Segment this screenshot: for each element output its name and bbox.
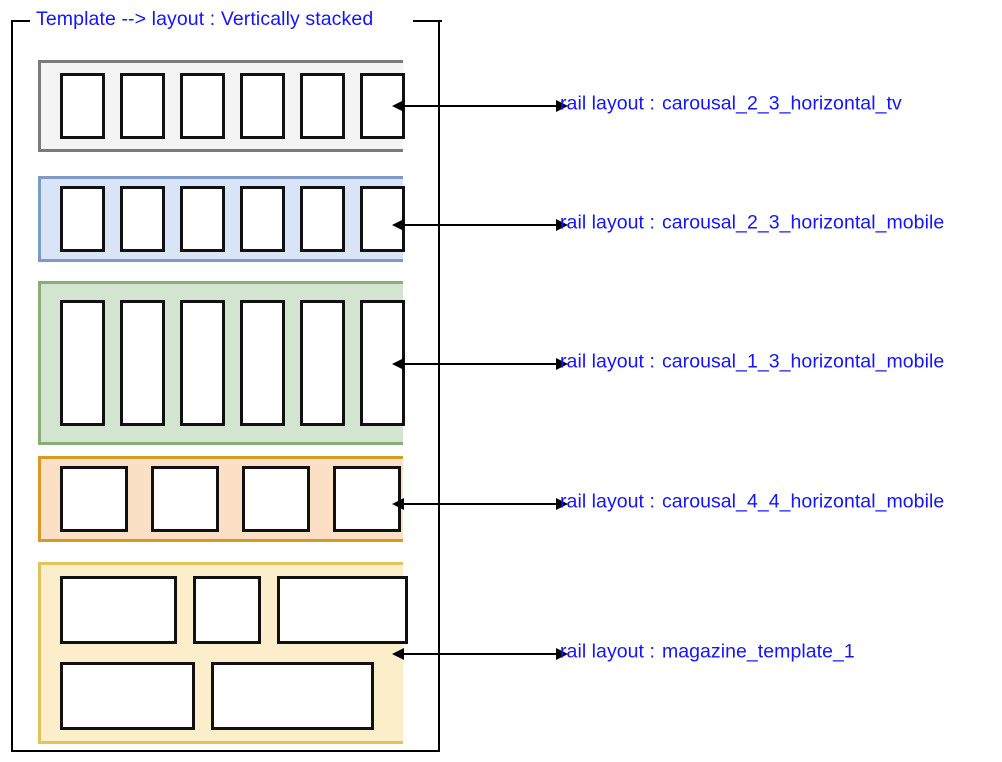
rail-card[interactable] xyxy=(300,186,345,252)
rail-card[interactable] xyxy=(120,186,165,252)
rail-card[interactable] xyxy=(60,576,177,644)
rail-card[interactable] xyxy=(277,576,408,644)
connector-arrow-rail-4 xyxy=(392,498,568,510)
template-frame-top-segment xyxy=(11,20,30,22)
arrow-head-left-icon xyxy=(392,648,404,660)
magazine-row-top xyxy=(60,576,408,644)
rail-card[interactable] xyxy=(240,300,285,426)
connector-arrow-rail-5 xyxy=(392,648,568,660)
rail-label-2: rail layout : carousal_2_3_horizontal_mob… xyxy=(560,212,944,235)
arrow-head-left-icon xyxy=(392,100,404,112)
arrow-head-left-icon xyxy=(392,358,404,370)
rail-card[interactable] xyxy=(60,73,105,139)
rail-card[interactable] xyxy=(240,73,285,139)
connector-arrow-rail-3 xyxy=(392,358,568,370)
rail-card[interactable] xyxy=(180,186,225,252)
rail-label-value: carousal_2_3_horizontal_mobile xyxy=(661,211,945,234)
rail-card[interactable] xyxy=(300,73,345,139)
rail-cards-container xyxy=(41,63,405,149)
rail-label-prefix: rail layout : xyxy=(560,211,655,234)
rail-label-value: carousal_2_3_horizontal_tv xyxy=(661,92,902,115)
template-frame-top-segment-right xyxy=(413,20,442,22)
rail-card[interactable] xyxy=(242,466,310,532)
rail-card[interactable] xyxy=(180,73,225,139)
rail-label-5: rail layout : magazine_template_1 xyxy=(560,641,855,664)
arrow-head-right-icon xyxy=(556,358,568,370)
rail-card[interactable] xyxy=(60,300,105,426)
rail-label-prefix: rail layout : xyxy=(560,350,655,373)
rail-magazine-template-1[interactable] xyxy=(38,562,408,744)
template-legend-label: Template --> layout : Vertically stacked xyxy=(33,8,377,31)
rail-cards-container xyxy=(41,179,405,259)
rail-card[interactable] xyxy=(240,186,285,252)
rail-carousal-2-3-horizontal-tv[interactable] xyxy=(38,60,405,152)
arrow-head-left-icon xyxy=(392,498,404,510)
rail-card[interactable] xyxy=(151,466,219,532)
arrow-head-right-icon xyxy=(556,648,568,660)
rail-carousal-4-4-horizontal-mobile[interactable] xyxy=(38,456,403,542)
rail-card[interactable] xyxy=(60,662,195,730)
rail-label-value: carousal_4_4_horizontal_mobile xyxy=(661,490,945,513)
connector-arrow-rail-2 xyxy=(392,219,568,231)
rail-card[interactable] xyxy=(193,576,261,644)
rail-label-value: carousal_1_3_horizontal_mobile xyxy=(661,350,945,373)
rail-cards-container xyxy=(41,565,408,741)
rail-label-1: rail layout : carousal_2_3_horizontal_tv xyxy=(560,93,902,116)
rail-label-prefix: rail layout : xyxy=(560,640,655,663)
rail-carousal-1-3-horizontal-mobile[interactable] xyxy=(38,281,405,445)
rail-card[interactable] xyxy=(300,300,345,426)
rail-card[interactable] xyxy=(60,186,105,252)
rail-card[interactable] xyxy=(333,466,401,532)
rail-card[interactable] xyxy=(120,73,165,139)
rail-card[interactable] xyxy=(211,662,374,730)
connector-arrow-rail-1 xyxy=(392,100,568,112)
arrow-head-right-icon xyxy=(556,498,568,510)
rail-cards-container xyxy=(41,284,405,442)
rail-label-4: rail layout : carousal_4_4_horizontal_mob… xyxy=(560,491,944,514)
rail-card[interactable] xyxy=(120,300,165,426)
rail-card[interactable] xyxy=(60,466,128,532)
arrow-head-right-icon xyxy=(556,100,568,112)
arrow-head-left-icon xyxy=(392,219,404,231)
arrow-head-right-icon xyxy=(556,219,568,231)
rail-carousal-2-3-horizontal-mobile[interactable] xyxy=(38,176,405,262)
rail-label-prefix: rail layout : xyxy=(560,490,655,513)
rail-label-value: magazine_template_1 xyxy=(661,640,855,663)
magazine-row-bottom xyxy=(60,662,403,730)
rail-cards-container xyxy=(41,459,403,539)
rail-label-3: rail layout : carousal_1_3_horizontal_mob… xyxy=(560,351,944,374)
rail-label-prefix: rail layout : xyxy=(560,92,655,115)
rail-card[interactable] xyxy=(180,300,225,426)
